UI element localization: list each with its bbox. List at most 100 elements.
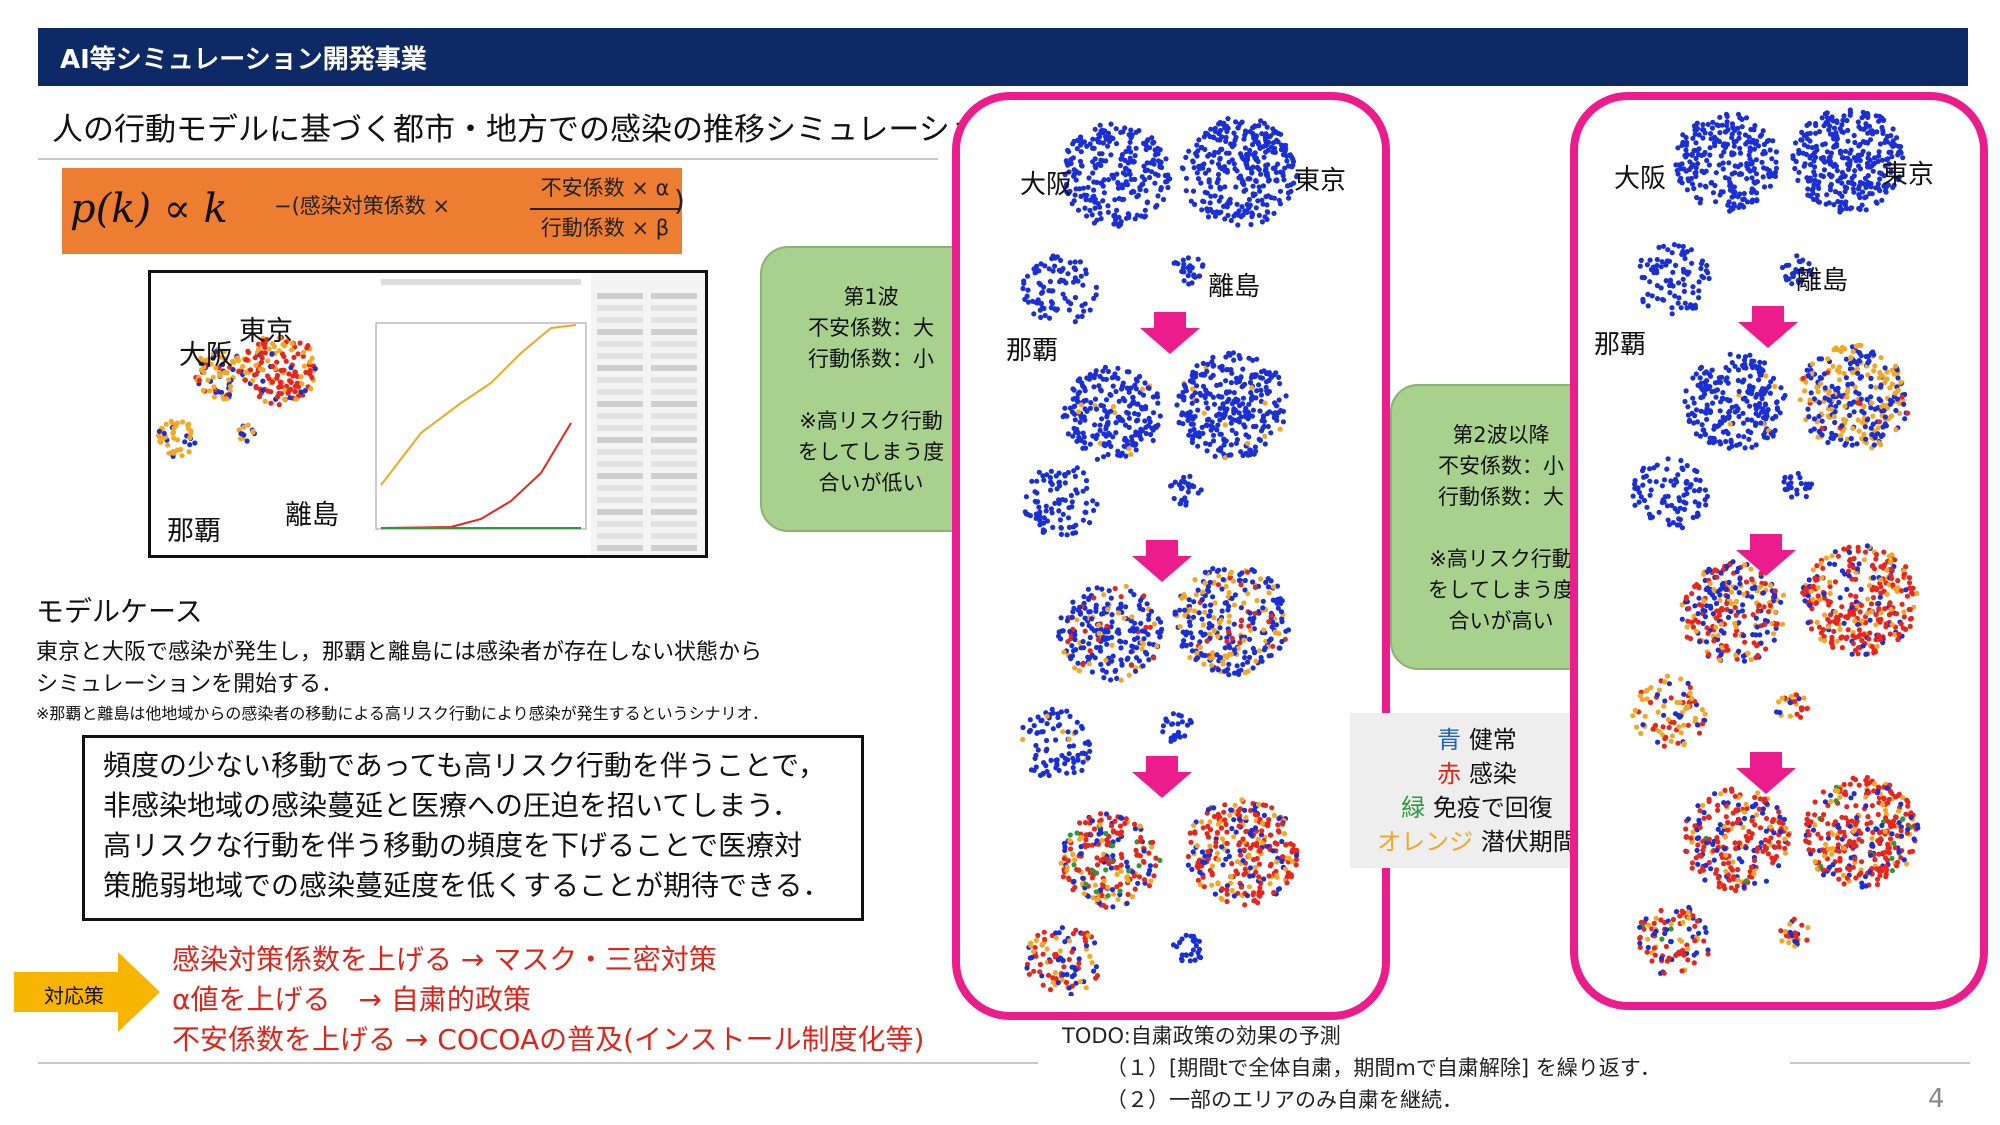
agent-dot	[1183, 499, 1189, 505]
agent-dot	[1753, 655, 1759, 661]
agent-dot	[1087, 207, 1093, 213]
agent-dot	[1807, 130, 1813, 136]
agent-dot	[1218, 825, 1224, 831]
agent-dot	[1223, 390, 1230, 396]
agent-dot	[1718, 153, 1724, 159]
agent-dot	[1023, 494, 1029, 500]
agent-dot	[299, 381, 305, 387]
agent-dot	[1025, 299, 1031, 305]
agent-dot	[1181, 474, 1187, 480]
agent-dot	[1677, 497, 1683, 504]
agent-dot	[1165, 176, 1172, 182]
agent-dot	[1224, 829, 1230, 835]
agent-dot	[1723, 122, 1730, 128]
agent-dot	[1210, 594, 1216, 600]
agent-dot	[1246, 401, 1252, 407]
agent-dot	[1753, 406, 1759, 412]
agent-dot	[1097, 422, 1103, 428]
agent-dot	[1873, 622, 1879, 628]
agent-dot	[1178, 479, 1185, 485]
agent-dot	[1737, 115, 1743, 121]
agent-dot	[1837, 595, 1843, 601]
agent-dot	[1683, 147, 1689, 153]
agent-dot	[1703, 410, 1709, 416]
agent-dot	[1077, 419, 1083, 425]
agent-dot	[1184, 722, 1191, 728]
agent-dot	[1070, 279, 1077, 285]
agent-dot	[1643, 473, 1649, 479]
agent-dot	[1879, 115, 1885, 121]
agent-dot	[1199, 424, 1205, 430]
agent-dot	[1830, 363, 1836, 369]
parameter-row	[651, 437, 697, 443]
agent-dot	[1106, 815, 1112, 821]
agent-dot	[1718, 621, 1724, 628]
agent-dot	[1712, 143, 1718, 149]
agent-dot	[1037, 522, 1043, 528]
agent-dot	[1183, 154, 1189, 160]
agent-dot	[1844, 185, 1850, 191]
agent-dot	[1664, 466, 1670, 472]
agent-dot	[1873, 585, 1879, 591]
agent-dot	[1841, 113, 1847, 119]
agent-dot	[1124, 409, 1130, 415]
agent-dot	[284, 383, 290, 389]
agent-dot	[213, 348, 219, 354]
agent-dot	[1692, 131, 1698, 137]
agent-dot	[1223, 354, 1229, 360]
agent-dot	[1829, 383, 1835, 389]
agent-dot	[1729, 171, 1735, 177]
agent-dot	[1887, 385, 1893, 391]
agent-dot	[1177, 624, 1183, 630]
agent-dot	[1229, 595, 1235, 601]
agent-dot	[1126, 415, 1132, 421]
sim-dot-clusters	[155, 334, 318, 459]
agent-dot	[303, 369, 309, 375]
agent-dot	[1828, 181, 1834, 188]
agent-dot	[1124, 859, 1130, 865]
agent-dot	[1118, 657, 1124, 663]
agent-dot	[277, 335, 283, 341]
agent-dot	[1222, 422, 1228, 428]
agent-dot	[1052, 263, 1058, 269]
agent-dot	[1042, 936, 1048, 943]
agent-dot	[1882, 606, 1888, 612]
agent-dot	[1117, 888, 1123, 894]
agent-dot	[1757, 359, 1763, 365]
agent-dot	[1025, 287, 1031, 293]
agent-dot	[1058, 709, 1064, 715]
agent-dot	[1803, 493, 1809, 500]
agent-dot	[1772, 413, 1779, 419]
agent-dot	[251, 372, 258, 378]
countermeasure-label: 対応策	[44, 984, 104, 1008]
agent-dot	[1224, 638, 1230, 645]
agent-dot	[1779, 621, 1786, 627]
agent-dot	[1888, 606, 1894, 612]
agent-dot	[1192, 577, 1198, 583]
agent-dot	[1134, 626, 1140, 632]
agent-dot	[171, 425, 177, 431]
agent-dot	[1257, 885, 1263, 891]
agent-dot	[1811, 182, 1817, 188]
agent-dot	[1064, 618, 1070, 624]
agent-dot	[1027, 717, 1033, 723]
agent-dot	[1236, 416, 1242, 422]
agent-dot	[1075, 757, 1081, 763]
agent-dot	[1809, 272, 1815, 278]
agent-dot	[1814, 192, 1820, 198]
agent-dot	[168, 418, 174, 424]
agent-dot	[1135, 411, 1141, 418]
agent-dot	[1182, 495, 1188, 501]
agent-dot	[1226, 198, 1232, 204]
agent-dot	[1136, 658, 1142, 664]
agent-dot	[1205, 405, 1211, 411]
agent-dot	[1258, 171, 1264, 177]
parameter-row	[597, 329, 643, 335]
agent-dot	[1697, 433, 1704, 439]
countermeasure-arrow-icon	[14, 952, 160, 1032]
sim-label-naha: 那覇	[167, 516, 221, 547]
agent-dot	[1096, 622, 1102, 628]
agent-dot	[1660, 497, 1666, 503]
agent-dot	[1868, 184, 1874, 190]
agent-dot	[1080, 875, 1086, 881]
